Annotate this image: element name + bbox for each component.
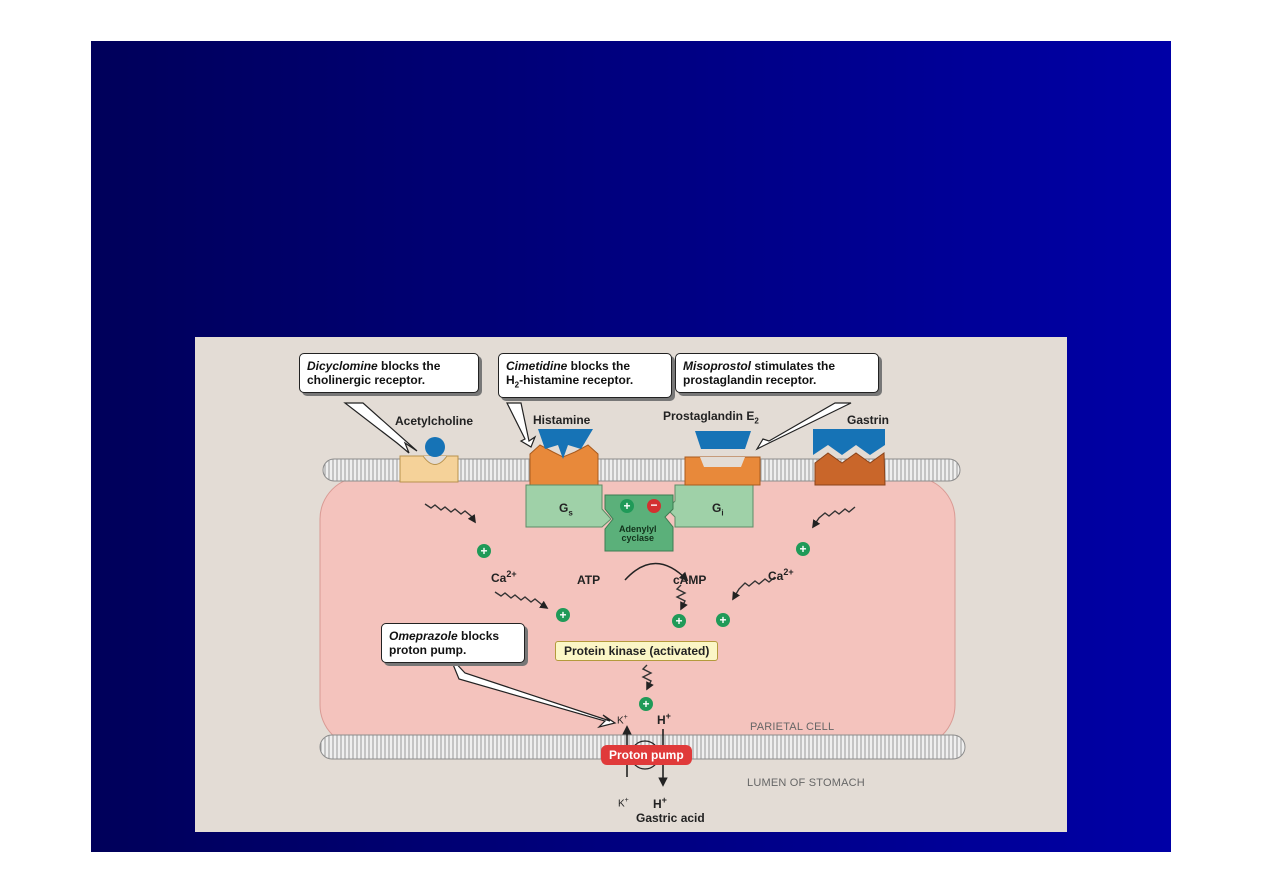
gs-protein (525, 484, 612, 528)
gi-protein (666, 484, 754, 528)
omeprazole-text-1: blocks (457, 629, 500, 643)
protein-kinase-box: Protein kinase (activated) (555, 641, 719, 661)
zigzag-camp-down (675, 584, 688, 611)
zigzag-ca-to-plus-left (494, 591, 549, 609)
histamine-label: Histamine (533, 413, 591, 427)
misoprostol-name: Misoprostol (683, 359, 751, 373)
plus-kinase-camp: + (672, 614, 686, 628)
h-in-label: H+ (657, 711, 671, 727)
zigzag-ca-to-plus-right (732, 576, 776, 601)
gs-label: Gs (559, 501, 573, 518)
cimetidine-text-2: H2-histamine receptor. (506, 373, 634, 390)
misoprostol-text-1: stimulates the (751, 359, 836, 373)
prostaglandin-label: Prostaglandin E2 (663, 409, 759, 426)
gi-label: Gi (712, 501, 724, 518)
zigzag-ach-to-ca (424, 503, 476, 524)
misoprostol-callout: Misoprostol stimulates the prostaglandin… (675, 353, 879, 393)
histamine-molecule (538, 429, 593, 459)
parietal-cell-label: PARIETAL CELL (750, 721, 835, 733)
omeprazole-callout: Omeprazole blocks proton pump. (381, 623, 525, 663)
omeprazole-name: Omeprazole (389, 629, 458, 643)
h-out-label: H+ (653, 795, 667, 811)
misoprostol-pointer (755, 402, 852, 451)
plus-kinase-left: + (556, 608, 570, 622)
minus-gi: − (647, 499, 661, 513)
plus-kinase-right: + (716, 613, 730, 627)
omeprazole-text-2: proton pump. (389, 643, 467, 657)
misoprostol-text-2: prostaglandin receptor. (683, 373, 817, 387)
gastrin-receptor (814, 452, 886, 486)
dicyclomine-text-2: cholinergic receptor. (307, 373, 426, 387)
gastric-acid-label: Gastric acid (636, 811, 705, 825)
acetylcholine-molecule (425, 437, 445, 457)
atp-label: ATP (577, 573, 601, 587)
cimetidine-pointer (506, 402, 537, 448)
plus-pump: + (639, 697, 653, 711)
ca-right-label: Ca2+ (768, 567, 794, 583)
k-in-label: K+ (617, 714, 628, 727)
dicyclomine-callout: Dicyclomine blocks the cholinergic recep… (299, 353, 479, 393)
top-membrane (322, 458, 961, 482)
atp-to-camp-arrow (624, 562, 689, 582)
prostaglandin-molecule (695, 431, 751, 449)
plus-gs: + (620, 499, 634, 513)
proton-pump-box: Proton pump (601, 745, 692, 765)
zigzag-kinase-down (641, 664, 654, 691)
dicyclomine-name: Dicyclomine (307, 359, 378, 373)
cimetidine-text-1: blocks the (567, 359, 631, 373)
omeprazole-pointer (449, 656, 617, 729)
plus-ca-left: + (477, 544, 491, 558)
adenylyl-cyclase-label: Adenylyl cyclase (619, 524, 657, 543)
gastrin-molecule (813, 429, 885, 455)
diagram-figure: Dicyclomine blocks the cholinergic recep… (195, 337, 1067, 832)
cimetidine-callout: Cimetidine blocks the H2-histamine recep… (498, 353, 672, 399)
dicyclomine-text-1: blocks the (377, 359, 441, 373)
ca-left-label: Ca2+ (491, 569, 517, 585)
acetylcholine-label: Acetylcholine (395, 414, 474, 428)
camp-label: cAMP (673, 573, 707, 587)
gastrin-label: Gastrin (847, 413, 890, 427)
zigzag-gastrin-to-ca (812, 506, 856, 529)
lumen-label: LUMEN OF STOMACH (747, 777, 865, 789)
plus-ca-right: + (796, 542, 810, 556)
cimetidine-name: Cimetidine (506, 359, 568, 373)
dicyclomine-pointer (343, 402, 418, 454)
k-out-label: K+ (618, 797, 629, 810)
